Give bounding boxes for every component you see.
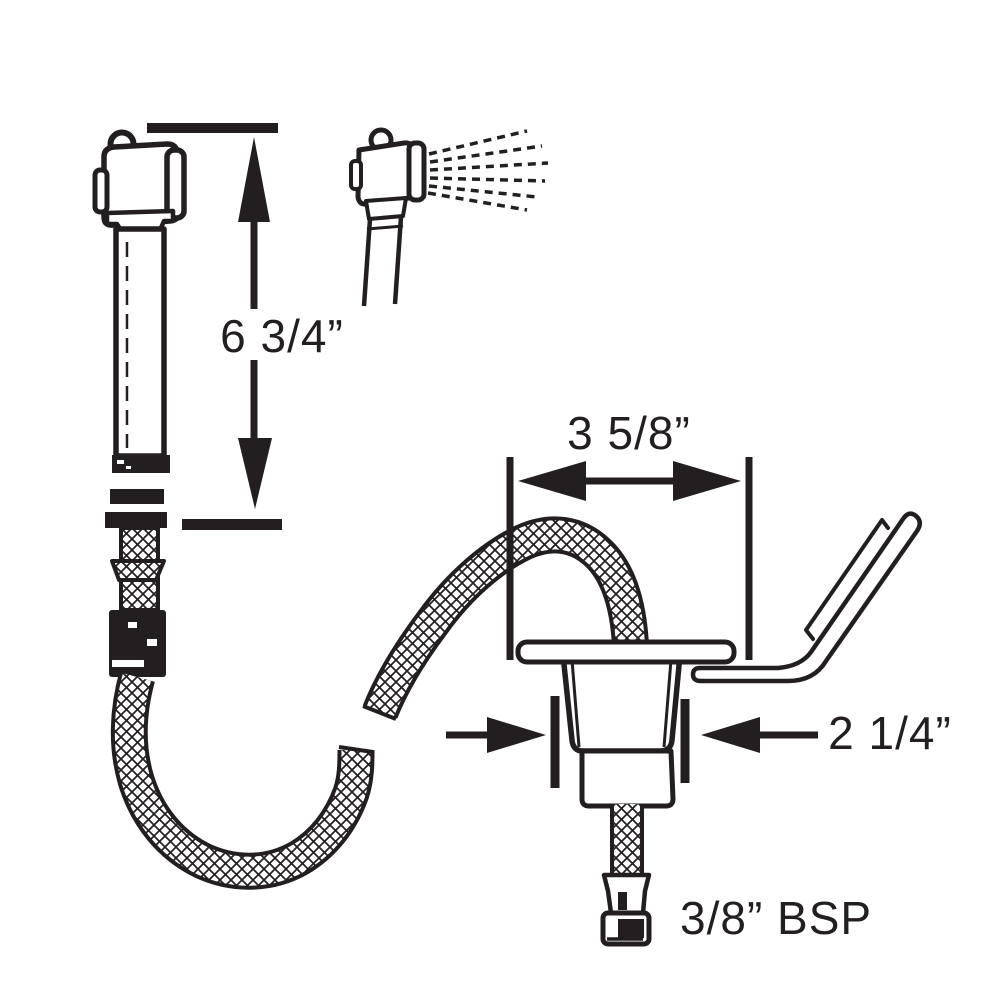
sprayer-handset-side-view <box>92 129 187 677</box>
dimension-handset-height: 6 3/4” <box>147 123 344 530</box>
label-cup-diameter: 2 1/4” <box>828 707 952 759</box>
braided-supply-hose-lower <box>110 672 375 890</box>
arrow-down <box>238 438 272 509</box>
handle-tube <box>113 226 167 459</box>
head-left-cap-2 <box>349 159 363 191</box>
hose-tail-with-nut <box>600 804 652 947</box>
arrow-inward-left <box>701 717 760 753</box>
deck-flange-and-recessed-cup <box>515 639 737 809</box>
label-handset-height: 6 3/4” <box>220 310 344 362</box>
braided-supply-hose-arch <box>362 516 650 721</box>
label-thread-size: 3/8” BSP <box>680 892 872 944</box>
head-left-cap <box>92 167 110 215</box>
stowage-bracket-clip <box>690 511 922 684</box>
arrow-up <box>238 137 270 222</box>
hose-band-small <box>110 489 164 504</box>
nozzle-face-2 <box>406 140 427 203</box>
arrow-inward-right <box>487 717 546 753</box>
fitting-flare-collar <box>110 559 166 582</box>
arrow-right <box>673 461 741 501</box>
head-collar-2 <box>364 196 408 221</box>
sprayer-handset-spraying-view <box>349 127 549 307</box>
bracket-tab <box>804 518 890 641</box>
dimension-cutout-width: 3 5/8” <box>506 407 753 660</box>
cup-lower-body <box>579 748 676 809</box>
dim-tick-top <box>147 123 278 133</box>
arrow-left <box>518 461 586 501</box>
recessed-cup <box>560 652 683 754</box>
deck-flange <box>515 639 737 665</box>
dimension-cup-diameter: 2 1/4” <box>446 696 952 788</box>
spray-jet-lines <box>427 129 549 212</box>
nozzle-face <box>164 147 187 221</box>
label-cutout-width: 3 5/8” <box>567 407 691 459</box>
bracket-strip <box>690 511 922 684</box>
hose-band-wide <box>105 512 167 528</box>
dim-tick-bottom <box>182 519 282 530</box>
